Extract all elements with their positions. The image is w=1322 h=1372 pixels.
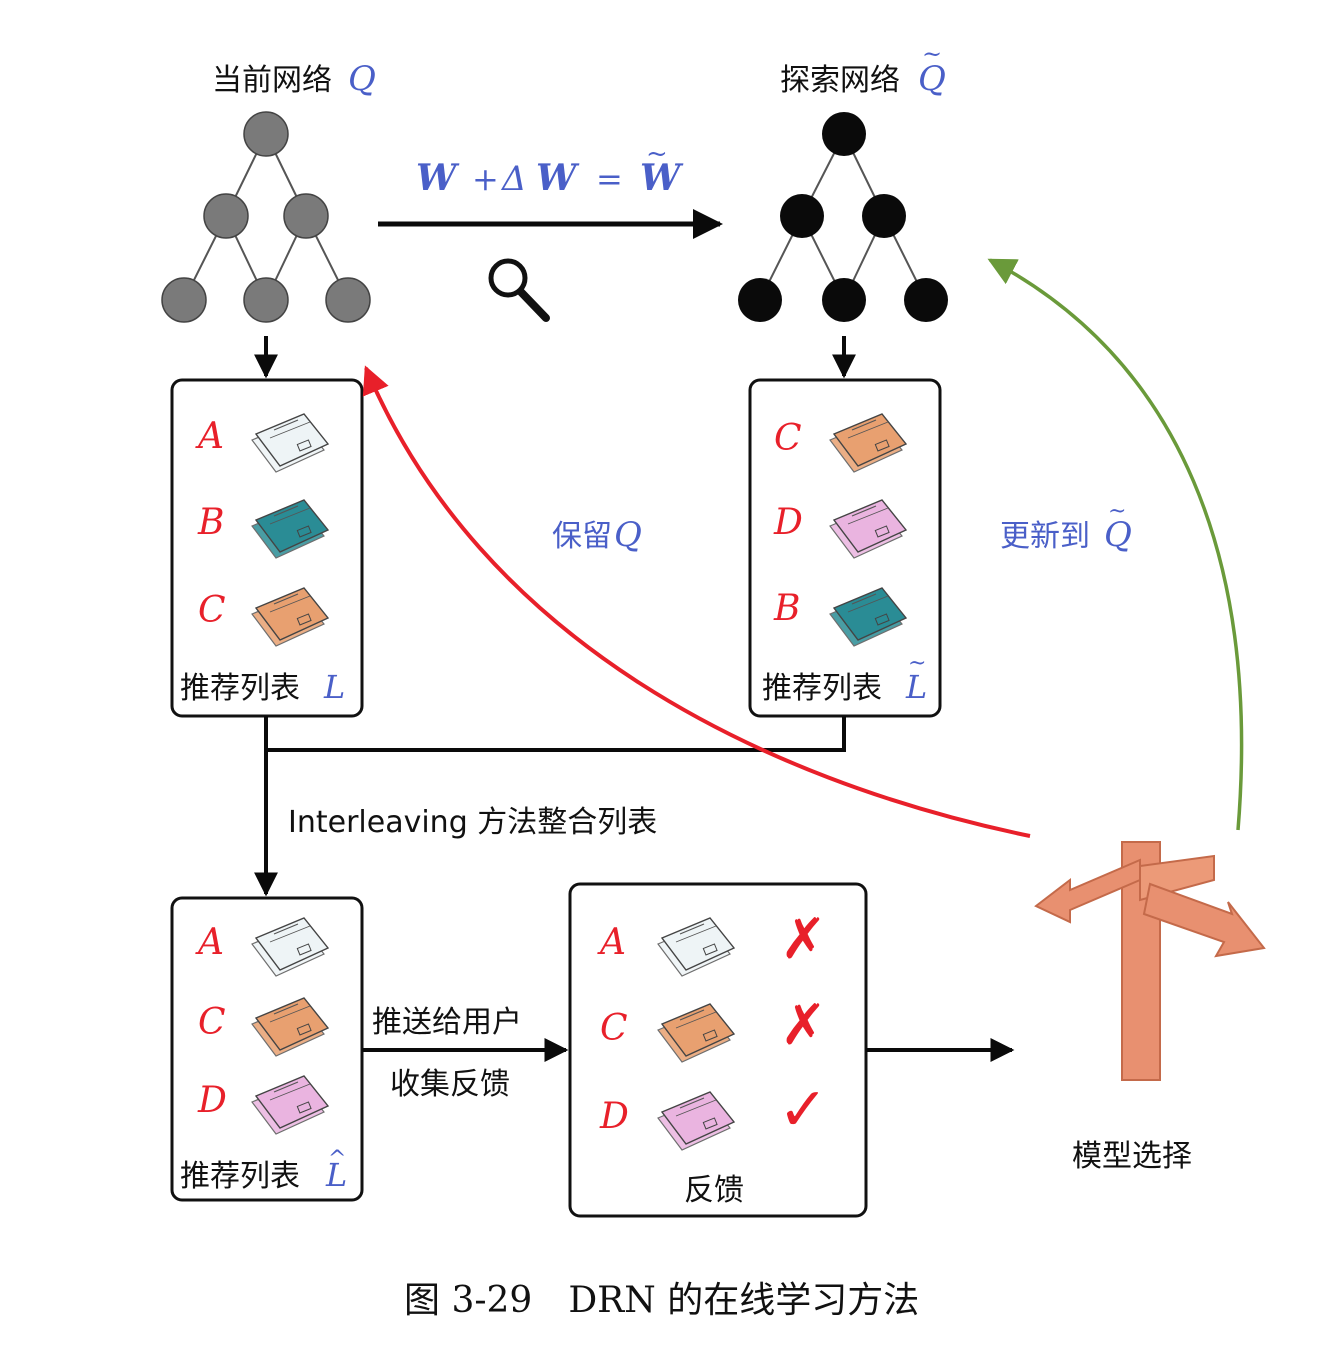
network-node bbox=[780, 194, 824, 238]
network-node bbox=[822, 112, 866, 156]
formula-eq: = bbox=[596, 160, 623, 198]
update-label: 更新到 Q ~ bbox=[1000, 499, 1132, 555]
list-item-letter: B bbox=[773, 588, 800, 629]
network-node bbox=[738, 278, 782, 322]
network-node bbox=[862, 194, 906, 238]
list-L-symbol: L bbox=[323, 668, 345, 706]
explore-network-tilde: ~ bbox=[922, 40, 942, 68]
cross-mark: ✗ bbox=[780, 907, 827, 972]
network-node bbox=[243, 277, 289, 323]
cross-mark: ✗ bbox=[780, 993, 827, 1058]
svg-text:~: ~ bbox=[1108, 499, 1126, 524]
network-node bbox=[283, 193, 329, 239]
current-network-symbol: Q bbox=[348, 59, 376, 99]
keep-label: 保留 Q bbox=[552, 515, 642, 555]
list-item-letter: C bbox=[600, 1008, 628, 1049]
list-item-letter: C bbox=[198, 590, 226, 631]
update-arrow bbox=[987, 258, 1244, 831]
current-network-label: 当前网络 bbox=[212, 63, 332, 98]
feedback-box: A C D ✗ ✗ ✓ 反馈 bbox=[568, 882, 868, 1218]
network-node bbox=[904, 278, 948, 322]
model-select-label: 模型选择 bbox=[1072, 1139, 1192, 1174]
list-item-letter: A bbox=[195, 416, 224, 457]
interleave-label: Interleaving 方法整合列表 bbox=[288, 805, 657, 840]
formula-w: W bbox=[416, 157, 460, 199]
list-L-tilde-symbol: L bbox=[905, 668, 927, 706]
explore-network-label: 探索网络 bbox=[780, 63, 900, 98]
list-L-label: 推荐列表 bbox=[180, 671, 300, 706]
feedback-label: 反馈 bbox=[684, 1173, 744, 1208]
signpost-icon bbox=[1034, 841, 1266, 1081]
list-item-letter: D bbox=[773, 502, 803, 543]
formula-plus: + bbox=[472, 160, 499, 198]
network-node bbox=[161, 277, 207, 323]
list-item-letter: A bbox=[195, 922, 224, 963]
list-item-letter: D bbox=[599, 1096, 629, 1137]
svg-text:更新到: 更新到 bbox=[1000, 519, 1090, 554]
list-item-letter: B bbox=[197, 502, 224, 543]
push-label: 推送给用户 bbox=[372, 1005, 522, 1040]
svg-text:Q: Q bbox=[614, 515, 642, 555]
svg-text:Q: Q bbox=[1104, 515, 1132, 555]
list-L-hat-label: 推荐列表 bbox=[180, 1159, 300, 1194]
network-node bbox=[203, 193, 249, 239]
formula-tilde: ~ bbox=[646, 139, 668, 169]
list-item-letter: C bbox=[774, 418, 802, 459]
network-node bbox=[243, 111, 289, 157]
merge-connector bbox=[264, 716, 846, 752]
explore-network: 探索网络 Q ~ bbox=[738, 40, 948, 322]
list-L-hat: A C D 推荐列表 L ^ bbox=[170, 896, 364, 1202]
list-item-letter: C bbox=[198, 1002, 226, 1043]
list-L-hat-accent: ^ bbox=[328, 1147, 346, 1172]
list-L: A B C 推荐列表 L bbox=[170, 378, 364, 718]
formula-w2: W bbox=[536, 157, 580, 199]
check-mark: ✓ bbox=[778, 1075, 828, 1145]
network-node bbox=[325, 277, 371, 323]
list-item-letter: D bbox=[197, 1080, 227, 1121]
formula-w3: W bbox=[640, 157, 684, 199]
list-L-tilde-accent: ~ bbox=[908, 651, 926, 676]
network-node bbox=[822, 278, 866, 322]
explore-network-symbol: Q bbox=[918, 59, 946, 99]
list-L-hat-symbol: L bbox=[325, 1156, 347, 1194]
figure-caption: 图 3-29 DRN 的在线学习方法 bbox=[404, 1280, 919, 1321]
list-item-letter: A bbox=[597, 922, 626, 963]
collect-label: 收集反馈 bbox=[390, 1067, 510, 1102]
svg-text:保留: 保留 bbox=[552, 519, 612, 554]
keep-arrow bbox=[362, 365, 1031, 838]
magnifier-icon bbox=[488, 258, 550, 322]
list-L-tilde-label: 推荐列表 bbox=[762, 671, 882, 706]
formula: W + Δ W = W ~ bbox=[416, 139, 684, 199]
formula-delta: Δ bbox=[500, 159, 527, 199]
current-network: 当前网络 Q bbox=[161, 59, 376, 323]
list-L-tilde: C D B 推荐列表 L ~ bbox=[748, 378, 942, 718]
